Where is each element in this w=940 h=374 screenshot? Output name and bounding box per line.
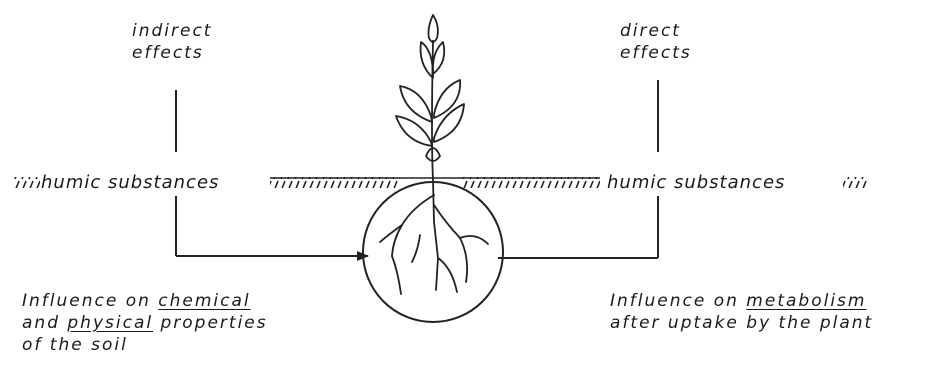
direct-effects-heading: direct effects — [620, 20, 692, 64]
direct-effects-caption: Influence on metabolism after uptake by … — [610, 290, 873, 334]
indirect-effects-line2: effects — [132, 42, 212, 64]
humic-substances-left-label: humic substances — [41, 172, 219, 194]
plant-roots — [380, 180, 488, 294]
soil-hatch-right — [843, 177, 867, 188]
caption-right-line1-prefix: Influence on — [610, 291, 746, 311]
direct-effects-connector — [498, 80, 658, 258]
upper-left-leaf — [421, 42, 434, 78]
caption-left-line2-suffix: properties — [153, 313, 268, 333]
caption-left-line3: of the soil — [22, 334, 268, 356]
indirect-effects-heading: indirect effects — [132, 20, 212, 64]
caption-left-physical: physical — [67, 313, 153, 333]
humic-substances-right-label: humic substances — [607, 172, 785, 194]
caption-right-metabolism: metabolism — [746, 291, 866, 311]
indirect-effects-caption: Influence on chemical and physical prope… — [22, 290, 268, 356]
caption-left-line2: and physical properties — [22, 312, 268, 334]
middle-right-leaf — [434, 80, 460, 118]
caption-left-chemical: chemical — [158, 291, 250, 311]
direct-effects-line2: effects — [620, 42, 692, 64]
caption-left-line1-prefix: Influence on — [22, 291, 158, 311]
caption-left-line2-prefix: and — [22, 313, 67, 333]
caption-right-line2: after uptake by the plant — [610, 312, 873, 334]
soil-hatch-left — [14, 177, 40, 188]
upper-right-leaf — [433, 42, 444, 74]
caption-right-line1: Influence on metabolism — [610, 290, 873, 312]
plant-bud — [429, 15, 438, 42]
middle-left-leaf — [400, 86, 432, 122]
caption-left-line1: Influence on chemical — [22, 290, 268, 312]
indirect-effects-line1: indirect — [132, 20, 212, 42]
plant-shoot — [396, 15, 464, 180]
direct-effects-line1: direct — [620, 20, 692, 42]
